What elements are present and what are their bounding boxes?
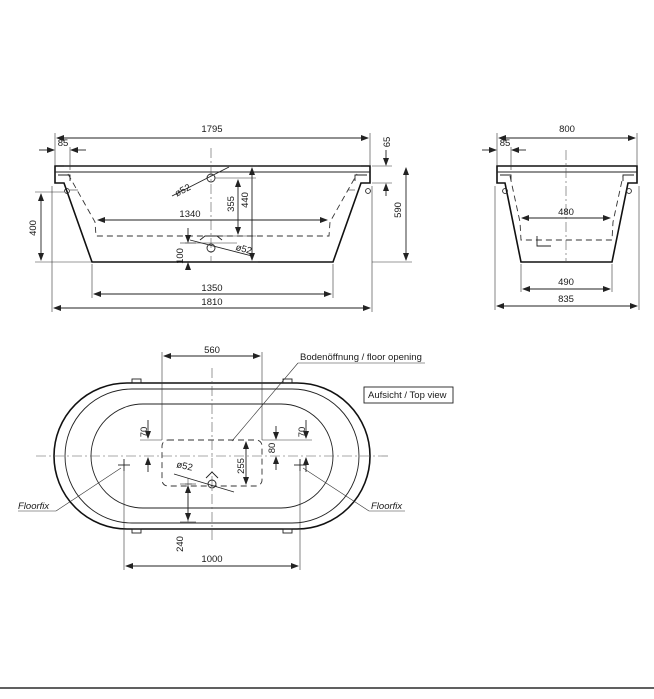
dim-side-overall-top: 800: [559, 124, 575, 135]
dim-front-rim: 85: [58, 138, 69, 149]
dim-top-drain-diameter: ø52: [175, 459, 193, 473]
dim-front-drain-offset: 100: [175, 248, 186, 264]
dim-front-overflow-diameter: ø52: [173, 182, 193, 199]
dim-side-bottom-width: 490: [558, 277, 574, 288]
floorfix-right-label: Floorfix: [371, 501, 403, 512]
dim-side-overall-bottom: 835: [558, 294, 574, 305]
dim-front-rim-height: 65: [382, 137, 393, 148]
dim-front-outlet-diameter: ø52: [234, 242, 253, 257]
dim-front-inner-depth: 400: [28, 220, 39, 236]
front-tub-outline: [54, 165, 371, 263]
dim-front-overall-height: 590: [393, 202, 404, 218]
dim-top-floorfix-spacing: 1000: [201, 554, 222, 565]
top-view: 560 Bodenöffnung / floor opening Aufsich…: [18, 345, 454, 570]
top-view-label: Aufsicht / Top view: [368, 390, 447, 401]
dim-front-overflow-height: 355: [226, 196, 237, 212]
dim-front-overall-top: 1795: [201, 124, 222, 135]
side-view: 800 85 480 490 835: [482, 124, 640, 310]
floorfix-left-marker: [118, 459, 130, 471]
dim-top-opening-height: 80: [267, 443, 278, 454]
dim-front-overall-bottom: 1810: [201, 297, 222, 308]
dim-front-bottom-length: 1350: [201, 283, 222, 294]
top-view-label-box: [363, 386, 454, 404]
floorfix-right-marker: [294, 459, 306, 471]
dim-top-left: 70: [139, 427, 150, 438]
dim-top-inner: 255: [236, 458, 247, 474]
front-view: 1795 85 65 590 400 1340 355 440: [28, 124, 412, 312]
dim-side-rim: 85: [500, 138, 511, 149]
floorfix-left-label: Floorfix: [18, 501, 50, 512]
dim-side-inner-width: 480: [558, 207, 574, 218]
dim-top-drain-offset: 240: [175, 536, 186, 552]
dim-top-opening-width: 560: [204, 345, 220, 356]
floor-opening-label: Bodenöffnung / floor opening: [300, 352, 422, 363]
dim-top-right: 70: [297, 427, 308, 438]
dim-front-overflow-total: 440: [240, 192, 251, 208]
dim-front-inner-length: 1340: [179, 209, 200, 220]
